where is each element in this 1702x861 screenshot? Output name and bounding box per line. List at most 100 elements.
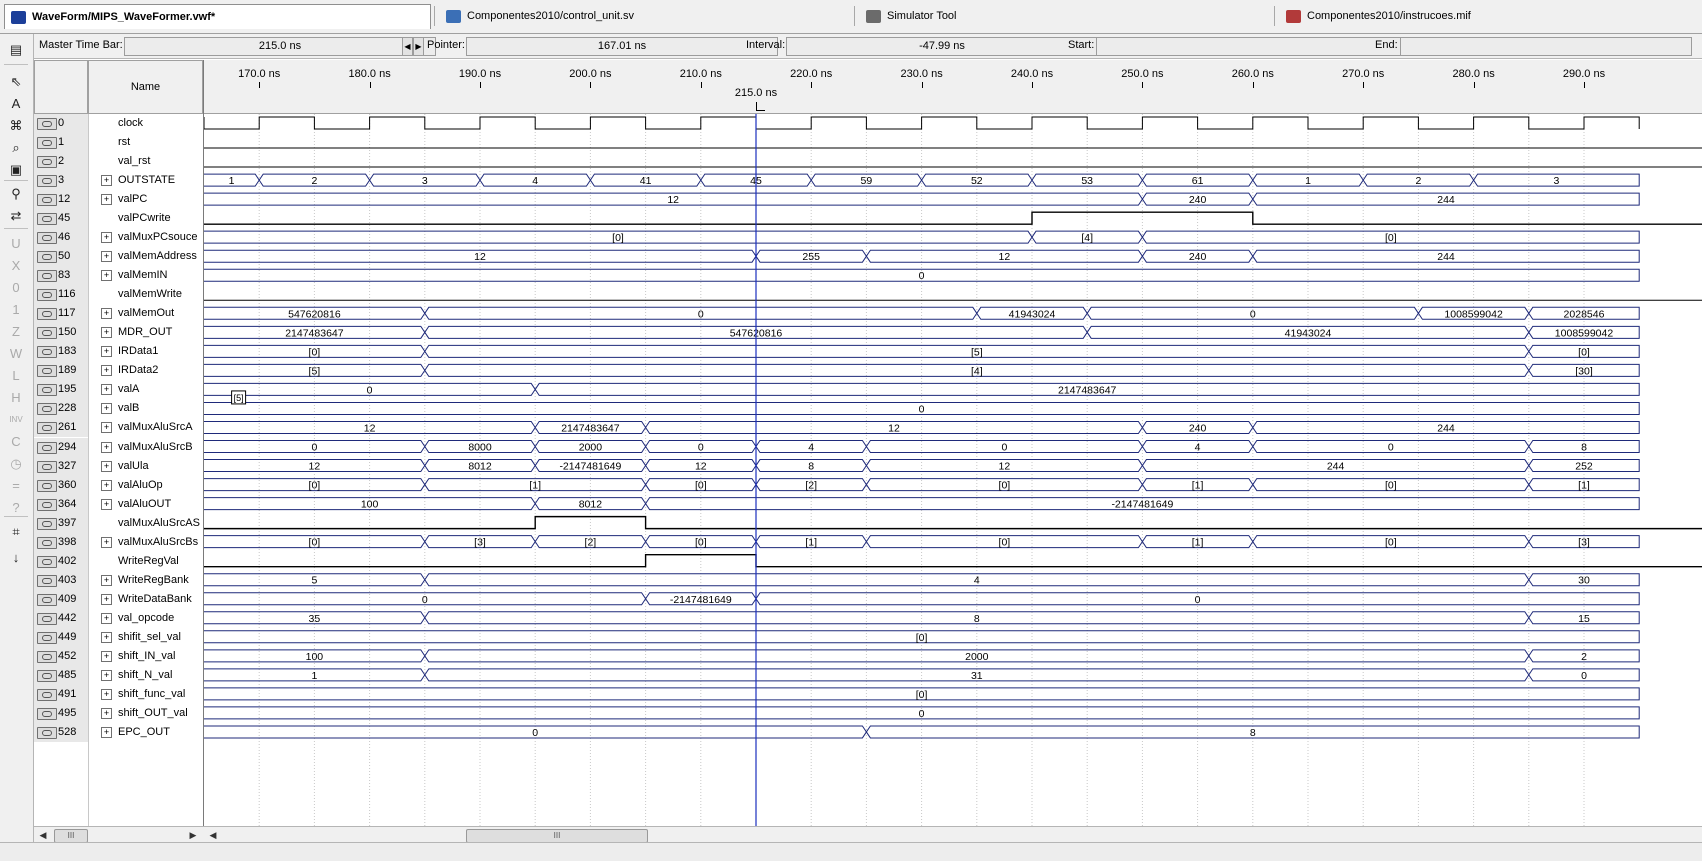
- waveform-shifit_sel_val[interactable]: [0]: [204, 630, 1640, 644]
- waveform-valB[interactable]: 0: [204, 401, 1640, 415]
- signal-row[interactable]: 294+valMuxAluSrcB: [34, 437, 204, 457]
- invert-icon[interactable]: INV: [9, 415, 23, 424]
- expand-bus-icon[interactable]: +: [101, 251, 112, 263]
- weak-unknown-icon[interactable]: W: [9, 346, 23, 361]
- node-list-scrollbar[interactable]: ◀ III ▶: [34, 826, 204, 843]
- waveform-scrollbar[interactable]: ◀ III: [204, 826, 1702, 843]
- expand-bus-icon[interactable]: +: [101, 365, 112, 377]
- weak-high-icon[interactable]: H: [11, 390, 21, 405]
- tab-2[interactable]: Componentes2010/control_unit.sv: [440, 4, 855, 28]
- signal-row[interactable]: 327+valUla: [34, 456, 204, 476]
- selection-tool-icon[interactable]: ⇖: [10, 74, 22, 89]
- signal-row[interactable]: 189+IRData2: [34, 361, 204, 381]
- signal-row[interactable]: 364+valAluOUT: [34, 494, 204, 514]
- waveform-shift_OUT_val[interactable]: 0: [204, 706, 1640, 720]
- waveform-valAluOp[interactable]: [0][1][0][2][0][1][0][1]: [204, 478, 1640, 492]
- signal-row[interactable]: 195+valA: [34, 380, 204, 400]
- master-time-bar-next-button[interactable]: ▶: [413, 37, 424, 56]
- start-field[interactable]: [1096, 37, 1408, 56]
- full-screen-icon[interactable]: ▣: [9, 162, 23, 177]
- expand-bus-icon[interactable]: +: [101, 536, 112, 548]
- waveform-editing-tool-icon[interactable]: ⌘: [9, 118, 23, 133]
- arbitrary-value-icon[interactable]: =: [12, 478, 20, 493]
- expand-bus-icon[interactable]: +: [101, 688, 112, 700]
- scroll-right-arrow-icon[interactable]: ▶: [189, 830, 197, 840]
- signal-row[interactable]: 452+shift_IN_val: [34, 646, 204, 666]
- expand-bus-icon[interactable]: +: [101, 460, 112, 472]
- expand-bus-icon[interactable]: +: [101, 612, 112, 624]
- signal-row[interactable]: 3+OUTSTATE: [34, 171, 204, 191]
- replace-icon[interactable]: ⇄: [10, 208, 22, 223]
- tab-1[interactable]: WaveForm/MIPS_WaveFormer.vwf*: [4, 4, 431, 29]
- waveform-valMuxPCsouce[interactable]: [0][4][0]: [204, 230, 1640, 244]
- signal-row[interactable]: 83+valMemIN: [34, 266, 204, 286]
- waveform-WriteRegVal[interactable]: [204, 553, 1702, 568]
- signal-row[interactable]: 495+shift_OUT_val: [34, 703, 204, 723]
- expand-bus-icon[interactable]: +: [101, 441, 112, 453]
- signal-row[interactable]: 150+MDR_OUT: [34, 323, 204, 343]
- sort-icon[interactable]: ↓: [12, 550, 20, 565]
- forcing-low-icon[interactable]: 0: [12, 280, 20, 295]
- signal-row[interactable]: 449+shifit_sel_val: [34, 627, 204, 647]
- expand-bus-icon[interactable]: +: [101, 232, 112, 244]
- signal-row[interactable]: 228+valB: [34, 399, 204, 419]
- waveform-valMuxAluSrcAS[interactable]: [204, 515, 1702, 530]
- signal-row[interactable]: 491+shift_func_val: [34, 684, 204, 704]
- expand-bus-icon[interactable]: +: [101, 650, 112, 662]
- expand-bus-icon[interactable]: +: [101, 707, 112, 719]
- waveform-valMemIN[interactable]: 0: [204, 268, 1640, 282]
- signal-row[interactable]: 398+valMuxAluSrcBs: [34, 532, 204, 552]
- expand-bus-icon[interactable]: +: [101, 631, 112, 643]
- expand-bus-icon[interactable]: +: [101, 175, 112, 187]
- high-impedance-icon[interactable]: Z: [12, 324, 20, 339]
- weak-low-icon[interactable]: L: [12, 368, 20, 383]
- signal-row[interactable]: 528+EPC_OUT: [34, 722, 204, 742]
- expand-bus-icon[interactable]: +: [101, 574, 112, 586]
- expand-bus-icon[interactable]: +: [101, 384, 112, 396]
- name-column-header[interactable]: Name: [88, 60, 203, 114]
- expand-bus-icon[interactable]: +: [101, 346, 112, 358]
- expand-bus-icon[interactable]: +: [101, 403, 112, 415]
- expand-bus-icon[interactable]: +: [101, 726, 112, 738]
- forcing-unknown-icon[interactable]: X: [11, 258, 21, 273]
- waveform-IRData1[interactable]: [0][5][0]: [204, 344, 1640, 358]
- expand-bus-icon[interactable]: +: [101, 498, 112, 510]
- master-time-bar-marker[interactable]: [756, 102, 765, 111]
- signal-row[interactable]: 403+WriteRegBank: [34, 570, 204, 590]
- waveform-scroll-left-arrow-icon[interactable]: ◀: [209, 830, 217, 840]
- signal-row[interactable]: 409+WriteDataBank: [34, 589, 204, 609]
- scroll-left-arrow-icon[interactable]: ◀: [39, 830, 47, 840]
- master-time-bar-field[interactable]: 215.0 ns: [124, 37, 436, 56]
- clock-value-icon[interactable]: ◷: [10, 456, 22, 471]
- waveform-valPCwrite[interactable]: [204, 211, 1702, 225]
- signal-row[interactable]: 46+valMuxPCsouce: [34, 228, 204, 248]
- waveform-valMuxAluSrcBs[interactable]: [0][3][2][0][1][0][1][0][3]: [204, 535, 1640, 549]
- pane-divider[interactable]: [203, 60, 204, 826]
- waveform-IRData2[interactable]: [5][4][30]: [204, 363, 1640, 377]
- waveform-shift_func_val[interactable]: [0]: [204, 687, 1640, 701]
- signal-row[interactable]: 360+valAluOp: [34, 475, 204, 495]
- expand-bus-icon[interactable]: +: [101, 593, 112, 605]
- count-value-icon[interactable]: C: [11, 434, 21, 449]
